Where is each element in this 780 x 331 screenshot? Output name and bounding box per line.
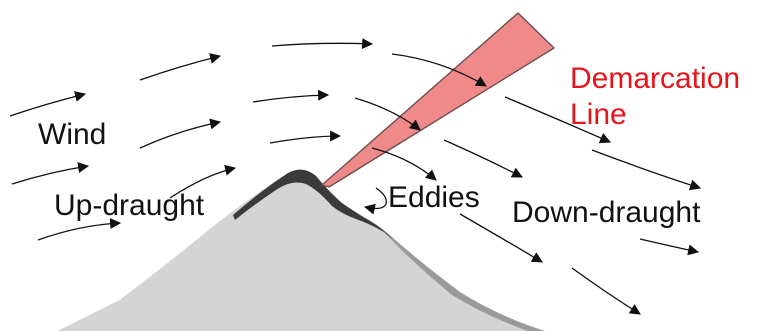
eddy-arrow <box>365 188 386 208</box>
wind-arrow <box>572 268 640 314</box>
wind-arrow <box>140 56 220 80</box>
wind-arrow <box>270 136 340 143</box>
wind-arrow <box>272 43 372 46</box>
wind-arrow <box>12 166 88 184</box>
wind-arrow <box>444 140 522 177</box>
wind-arrow <box>10 94 85 116</box>
demarcation-line-band <box>322 13 554 187</box>
wind-arrow <box>592 150 700 188</box>
down-draught-label: Down-draught <box>512 196 701 229</box>
wind-arrow <box>38 223 120 240</box>
wind-arrow <box>640 239 698 252</box>
wind-arrow <box>140 122 220 148</box>
eddies-label: Eddies <box>388 181 480 214</box>
demarcation-label-line-2: Line <box>570 98 627 131</box>
up-draught-label: Up-draught <box>54 189 205 222</box>
wind-arrow <box>253 95 328 102</box>
wind-label: Wind <box>38 118 106 151</box>
demarcation-label-line-1: Demarcation <box>570 62 740 95</box>
